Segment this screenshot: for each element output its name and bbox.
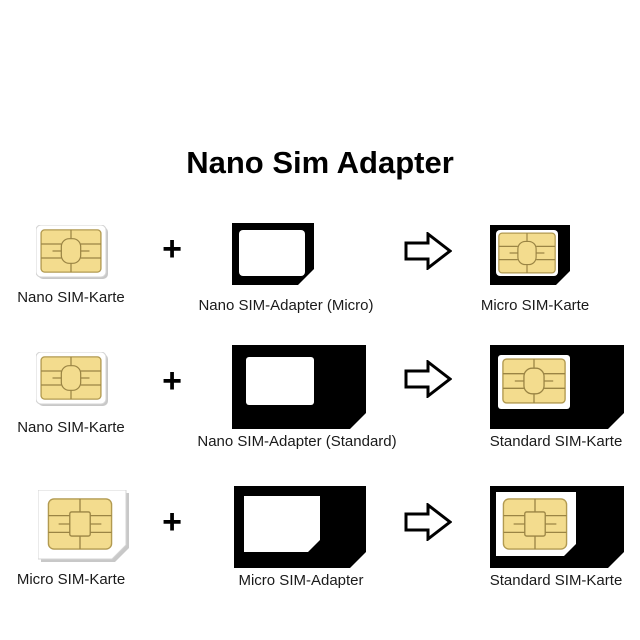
- micro-sim-card-result: [490, 225, 570, 285]
- row2-right-label: Standard SIM-Karte: [489, 433, 623, 450]
- row1-middle-label: Nano SIM-Adapter (Micro): [198, 297, 374, 314]
- right-arrow-icon: [404, 503, 452, 541]
- standard-sim-card-result: [490, 345, 624, 429]
- plus-icon: +: [162, 503, 182, 541]
- row3-middle-label: Micro SIM-Adapter: [238, 572, 364, 589]
- row1-left-label: Nano SIM-Karte: [17, 289, 125, 306]
- plus-icon: +: [162, 362, 182, 400]
- standard-sim-card-result: [490, 486, 624, 568]
- micro-sim-adapter: [234, 486, 366, 568]
- page-title: Nano Sim Adapter: [186, 145, 454, 180]
- row3-right-label: Standard SIM-Karte: [489, 572, 623, 589]
- right-arrow-icon: [404, 232, 452, 270]
- nano-sim-adapter-micro: [232, 223, 314, 285]
- nano-sim-card: [36, 225, 108, 279]
- plus-icon: +: [162, 230, 182, 268]
- row3-left-label: Micro SIM-Karte: [16, 571, 126, 588]
- micro-sim-card: [38, 490, 129, 562]
- row2-middle-label: Nano SIM-Adapter (Standard): [197, 433, 397, 450]
- nano-sim-adapter-standard: [232, 345, 366, 429]
- row1-right-label: Micro SIM-Karte: [480, 297, 590, 314]
- right-arrow-icon: [404, 360, 452, 398]
- nano-sim-card: [36, 352, 108, 406]
- row2-left-label: Nano SIM-Karte: [17, 419, 125, 436]
